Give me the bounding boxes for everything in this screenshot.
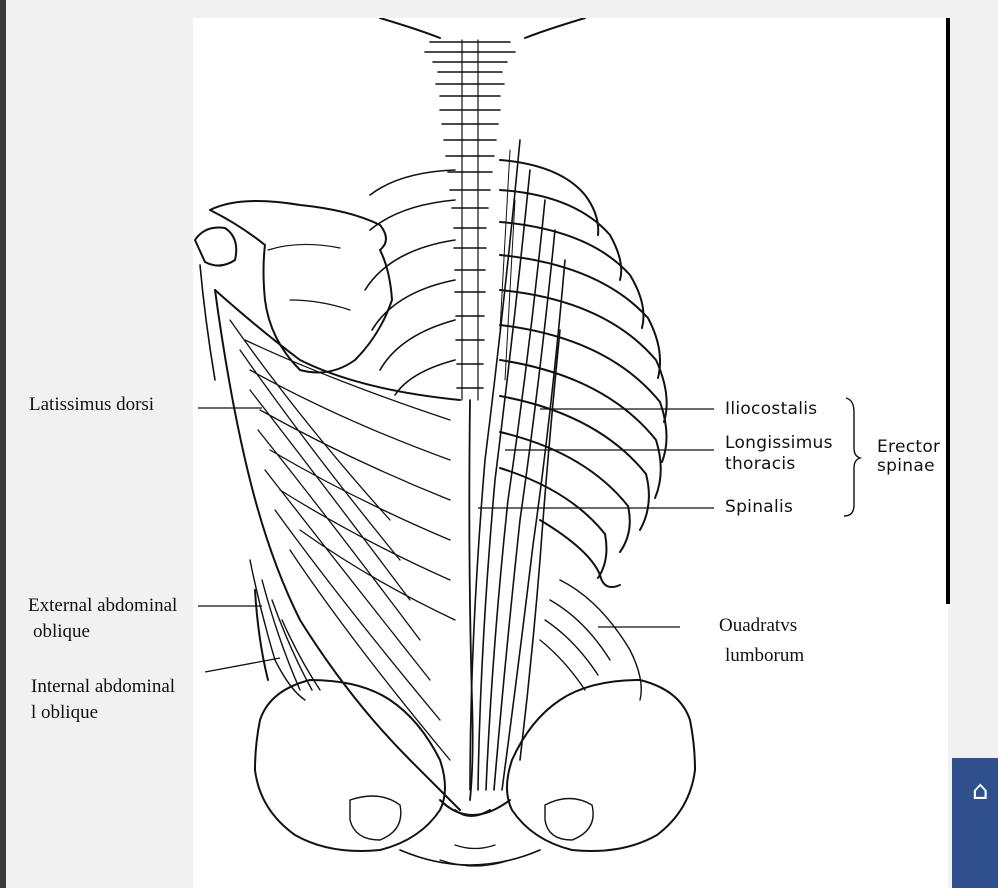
label-quadratus-line1: Ouadratvs xyxy=(719,615,798,636)
oblique-muscles xyxy=(249,559,321,701)
pelvis xyxy=(254,679,696,867)
label-longissimus-line1: Longissimus xyxy=(725,433,833,453)
left-scapula xyxy=(194,200,393,381)
right-rib-cage xyxy=(499,159,668,588)
window-left-edge xyxy=(0,0,6,888)
anatomy-figure-panel xyxy=(193,18,948,888)
leader-internal-oblique xyxy=(204,657,281,673)
skull-base xyxy=(379,18,586,39)
label-longissimus-line2: thoracis xyxy=(725,454,796,474)
erector-spinae-muscles xyxy=(469,139,566,791)
latissimus-dorsi-muscle xyxy=(214,289,461,811)
label-external-oblique-line1: External abdominal xyxy=(28,595,178,616)
app-icon: ⌂ xyxy=(972,776,989,806)
label-internal-oblique-line2: l oblique xyxy=(31,702,99,723)
label-erector-spinae-line1: Erector xyxy=(877,437,941,457)
label-erector-spinae-line2: spinae xyxy=(877,456,935,476)
panel-right-border xyxy=(946,18,950,604)
label-internal-oblique-line1: Internal abdominal xyxy=(31,676,176,697)
left-ribs xyxy=(364,169,456,396)
label-external-oblique-line2: oblique xyxy=(33,621,90,642)
label-quadratus-line2: lumborum xyxy=(725,645,805,666)
label-iliocostalis: Iliocostalis xyxy=(725,399,818,419)
label-spinalis: Spinalis xyxy=(725,497,794,517)
corner-app-button[interactable]: ⌂ xyxy=(952,758,998,888)
label-latissimus-dorsi: Latissimus dorsi xyxy=(29,394,155,415)
erector-spinae-brace xyxy=(843,397,863,517)
spine-vertebrae xyxy=(424,39,516,801)
quadratus-lumborum-muscle xyxy=(539,579,642,701)
